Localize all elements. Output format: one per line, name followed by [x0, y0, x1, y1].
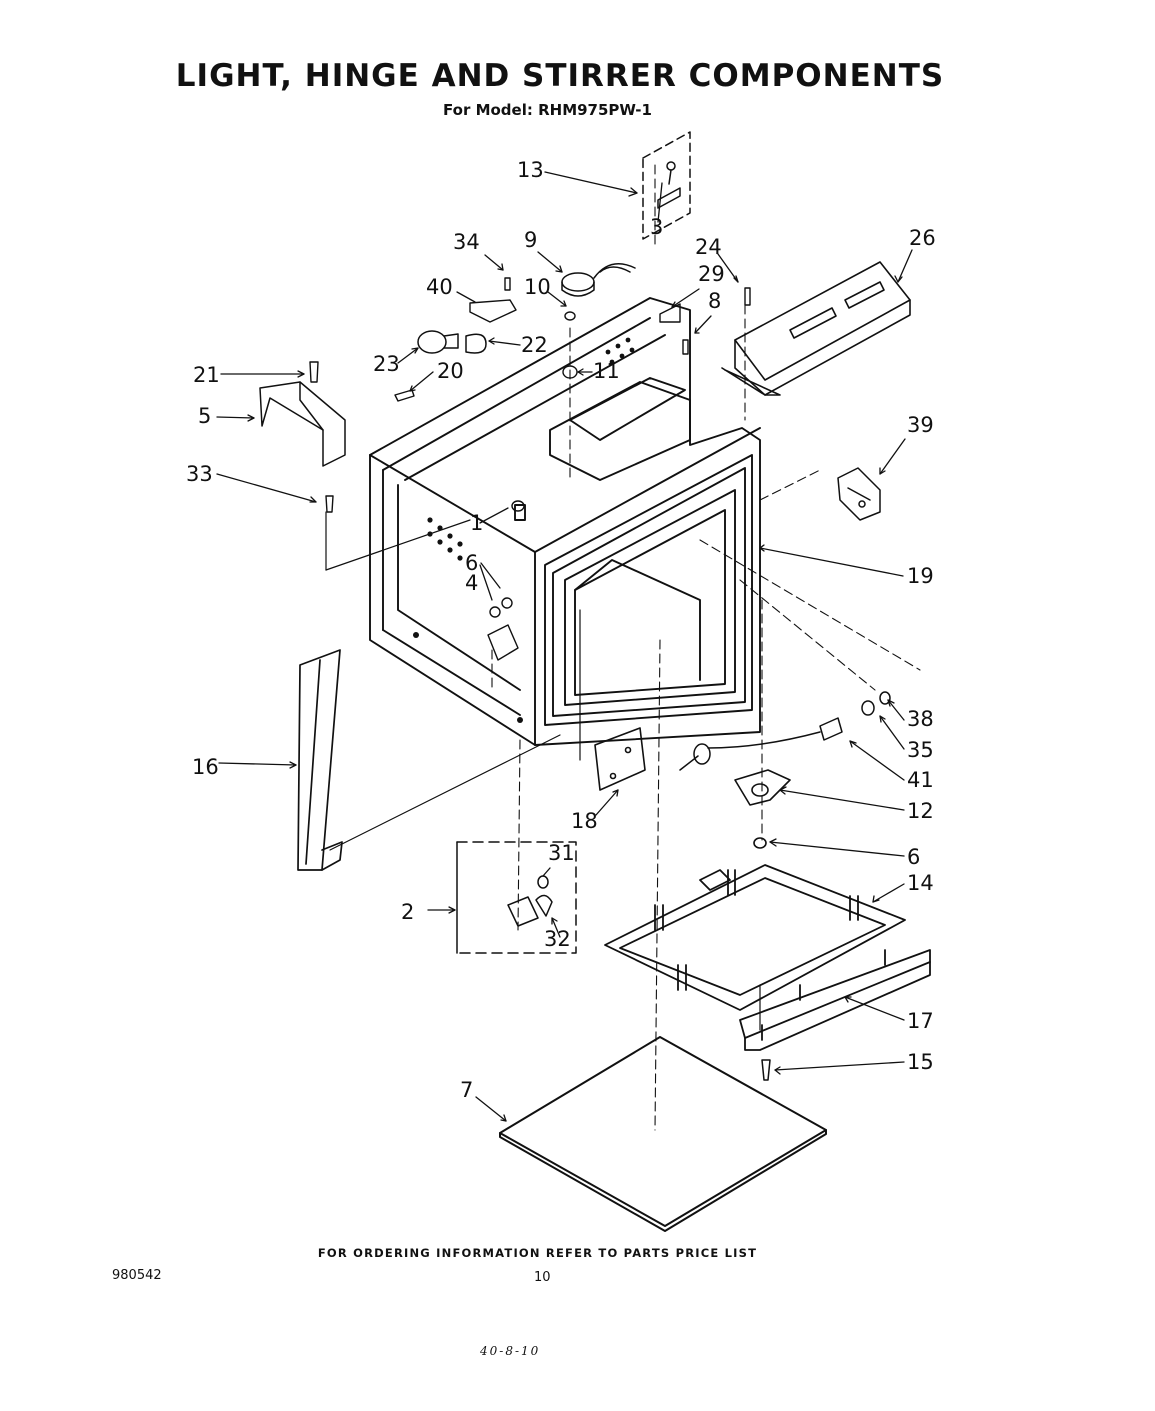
callout-26: 26 — [909, 226, 936, 250]
callout-33: 33 — [186, 462, 213, 486]
callout-9: 9 — [524, 228, 537, 252]
callout-1: 1 — [470, 511, 483, 535]
callout-18: 18 — [571, 809, 598, 833]
callout-14: 14 — [907, 871, 934, 895]
callout-6-lower: 6 — [907, 845, 920, 869]
callout-6-upper: 6 — [465, 551, 478, 575]
callout-19: 19 — [907, 564, 934, 588]
callout-13: 13 — [517, 158, 544, 182]
callout-17: 17 — [907, 1009, 934, 1033]
callout-34: 34 — [453, 230, 480, 254]
callout-40: 40 — [426, 275, 453, 299]
callout-7: 7 — [460, 1078, 473, 1102]
callout-21: 21 — [193, 363, 220, 387]
callout-39: 39 — [907, 413, 934, 437]
fan-motor-9 — [561, 263, 636, 297]
vent-holes — [413, 337, 635, 723]
hinge-assembly-13 — [642, 131, 691, 240]
callout-10: 10 — [524, 275, 551, 299]
door-switch-39 — [837, 467, 881, 521]
vent-cover-26 — [721, 261, 911, 396]
model-subtitle: For Model: RHM975PW-1 — [443, 101, 652, 119]
small-hardware — [309, 277, 751, 513]
callout-31: 31 — [548, 841, 575, 865]
stirrer-blade-12 — [734, 769, 791, 849]
page-number: 10 — [534, 1270, 551, 1285]
callout-38: 38 — [907, 707, 934, 731]
callout-41: 41 — [907, 768, 934, 792]
callout-5: 5 — [198, 404, 211, 428]
page-title: LIGHT, HINGE AND STIRRER COMPONENTS — [175, 58, 945, 94]
callout-2: 2 — [401, 900, 414, 924]
hinge-bracket-3 — [487, 500, 525, 661]
callout-35: 35 — [907, 738, 934, 762]
access-panel-18 — [594, 727, 646, 791]
callout-29: 29 — [698, 262, 725, 286]
oven-cavity-19 — [369, 297, 761, 746]
callout-15: 15 — [907, 1050, 934, 1074]
callout-4: 3 — [650, 215, 663, 239]
shelf-frame-14 — [604, 864, 906, 1011]
callout-8: 8 — [708, 289, 721, 313]
glass-tray-7 — [499, 1036, 827, 1232]
callout-16: 16 — [192, 755, 219, 779]
trim-strip-17 — [739, 949, 931, 1051]
hinge-assembly-2 — [456, 841, 577, 954]
callout-23: 23 — [373, 352, 400, 376]
screw-15 — [761, 1059, 771, 1081]
leader-lines — [216, 171, 913, 1122]
lamp-cover-5 — [259, 381, 346, 467]
handwritten-note: 40-8-10 — [480, 1344, 541, 1358]
lamp-23 — [417, 330, 487, 354]
callout-3: 4 — [465, 571, 478, 595]
stirrer-cable-41 — [679, 691, 891, 771]
callout-22: 22 — [521, 333, 548, 357]
callout-24: 24 — [695, 235, 722, 259]
ordering-note: FOR ORDERING INFORMATION REFER TO PARTS … — [317, 1246, 758, 1260]
callout-12: 12 — [907, 799, 934, 823]
alignment-lines — [491, 164, 921, 1131]
side-trim-16 — [297, 649, 343, 871]
connector-lines — [325, 511, 761, 1031]
callout-20: 20 — [437, 359, 464, 383]
document-number: 980542 — [112, 1268, 162, 1283]
